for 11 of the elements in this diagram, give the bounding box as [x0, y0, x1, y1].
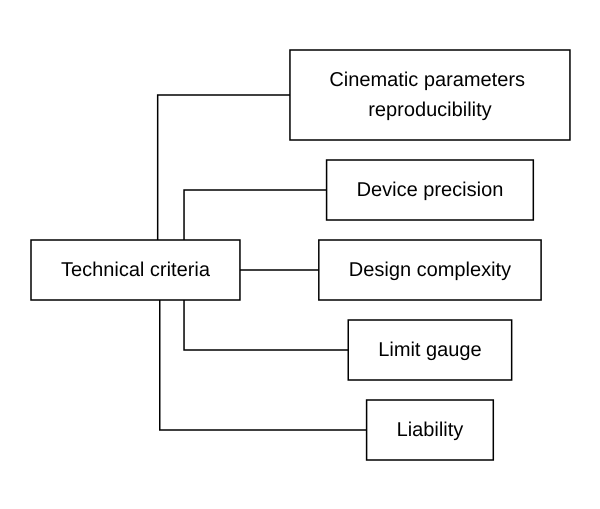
connector	[182, 188, 326, 240]
connector	[156, 94, 290, 240]
node-box: Device precision	[325, 158, 534, 220]
connector	[238, 268, 318, 270]
node-box: Technical criteria	[30, 238, 240, 300]
node-box: Cinematic parameters reproducibility	[288, 48, 570, 140]
node-box: Liability	[365, 398, 494, 460]
connector	[158, 300, 366, 430]
connector	[182, 300, 348, 350]
node-box: Limit gauge	[347, 318, 512, 380]
node-box: Design complexity	[318, 238, 542, 300]
